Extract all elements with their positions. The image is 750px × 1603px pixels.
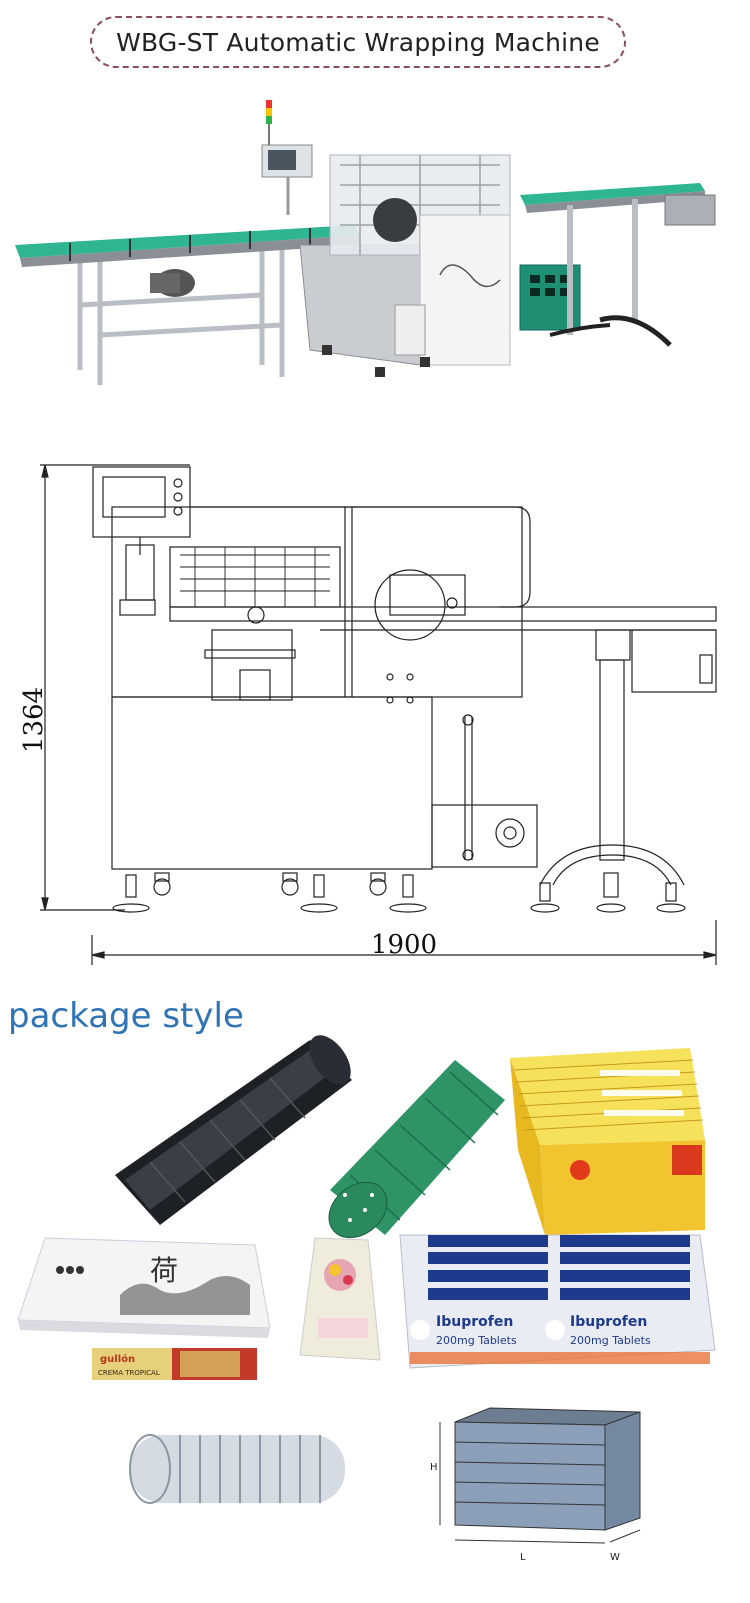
biscuit-pack: gullón CREMA TROPICAL bbox=[92, 1348, 257, 1380]
package-samples: 荷 Ibuprofen 200mg Tablets Ibuprofen 200m… bbox=[17, 1035, 716, 1563]
ibuprofen-label-right: Ibuprofen bbox=[570, 1314, 647, 1330]
height-dimension: 1364 bbox=[19, 687, 49, 753]
title-pill: WBG-ST Automatic Wrapping Machine bbox=[90, 16, 626, 68]
gift-box-label: 荷 bbox=[150, 1254, 178, 1287]
machine-photo bbox=[15, 100, 716, 385]
white-gift-box: 荷 bbox=[17, 1237, 271, 1338]
ibuprofen-label: Ibuprofen bbox=[436, 1314, 513, 1330]
ibuprofen-sub-right: 200mg Tablets bbox=[570, 1334, 651, 1347]
ibuprofen-stack: Ibuprofen 200mg Tablets Ibuprofen 200mg … bbox=[399, 1234, 716, 1369]
dim-w-label: W bbox=[610, 1552, 620, 1563]
dim-l-label: L bbox=[520, 1552, 526, 1563]
soap-bar bbox=[299, 1237, 381, 1361]
dim-h-label: H bbox=[430, 1462, 438, 1473]
yellow-box-stack bbox=[510, 1048, 705, 1235]
width-dimension: 1900 bbox=[371, 930, 437, 960]
silver-roll bbox=[129, 1434, 345, 1504]
ibuprofen-sub: 200mg Tablets bbox=[436, 1334, 517, 1347]
green-coin-roll bbox=[328, 1060, 505, 1239]
biscuit-name: CREMA TROPICAL bbox=[98, 1369, 160, 1377]
package-style-heading: package style bbox=[8, 996, 244, 1036]
biscuit-brand: gullón bbox=[100, 1353, 135, 1365]
technical-drawing: 1364 1900 bbox=[19, 464, 717, 965]
page-title: WBG-ST Automatic Wrapping Machine bbox=[116, 27, 600, 57]
dark-coin-roll bbox=[115, 1035, 352, 1225]
dimension-box bbox=[439, 1407, 641, 1544]
